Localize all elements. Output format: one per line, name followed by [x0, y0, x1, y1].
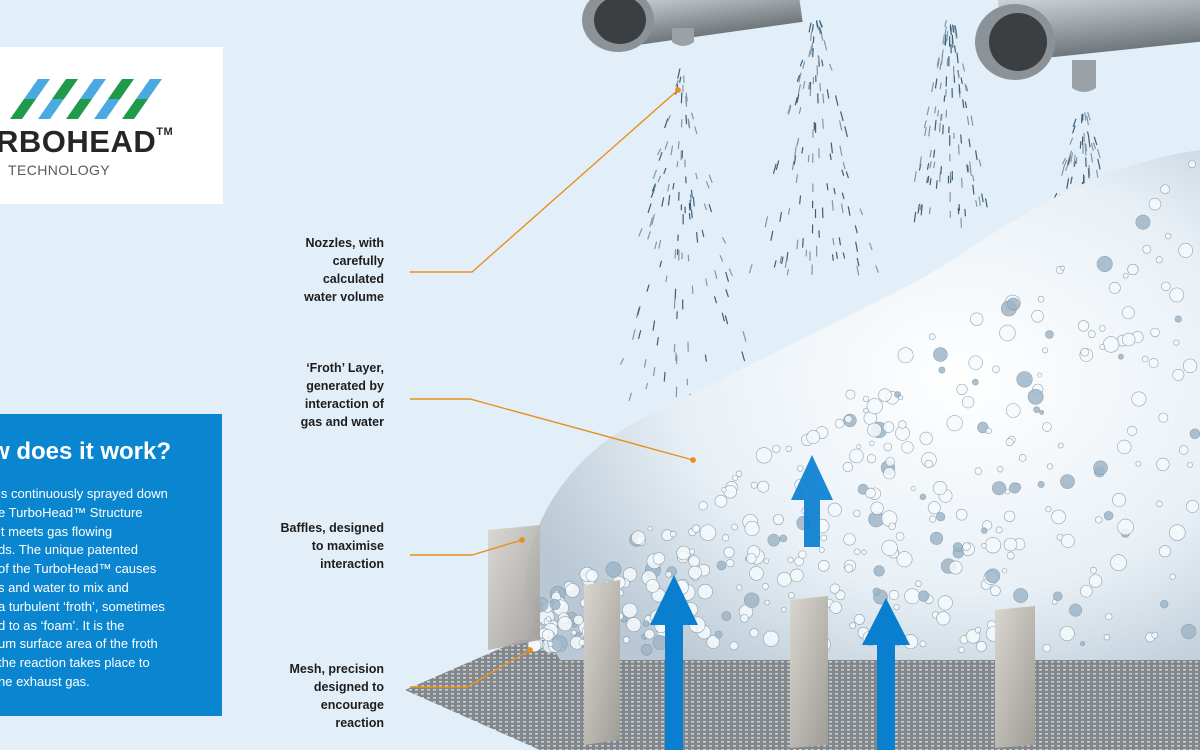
callout-line: calculated	[322, 272, 384, 286]
callout-line: carefully	[332, 254, 384, 268]
callout-line: to maximise	[311, 539, 384, 553]
panel-line: a turbulent ‘froth’, sometimes	[0, 598, 165, 614]
turbohead-logo-icon	[10, 79, 162, 119]
callout-line: generated by	[306, 379, 384, 393]
callout-baffles: Baffles, designed to maximise interactio…	[214, 519, 385, 573]
baffles	[488, 525, 1035, 748]
logo-subtitle: TECHNOLOGY	[8, 162, 111, 178]
pipe-left	[582, 0, 803, 52]
how-it-works-panel: w does it work? is continuously sprayed …	[0, 414, 222, 716]
callout-leader-lines	[410, 87, 696, 688]
gas-flow-arrows	[650, 455, 910, 750]
callout-line: Mesh, precision	[289, 662, 384, 676]
callout-line: designed to	[313, 680, 384, 694]
panel-line: of the TurboHead™ causes	[0, 561, 157, 577]
panel-line: d to as ‘foam’. It is the	[0, 617, 125, 633]
logo-wordmark: RBOHEADTM	[0, 124, 174, 159]
callout-mesh: Mesh, precision designed to encourage re…	[214, 660, 384, 732]
panel-line: ds. The unique patented	[0, 542, 138, 558]
callout-line: Nozzles, with	[305, 236, 384, 250]
callout-line: interaction of	[304, 397, 384, 411]
panel-line: s and water to mix and	[0, 579, 129, 595]
pipe-right	[975, 0, 1200, 92]
callout-line: reaction	[335, 716, 384, 730]
callout-froth-layer: ‘Froth’ Layer, generated by interaction …	[214, 359, 384, 431]
panel-line: is continuously sprayed down	[0, 486, 168, 501]
panel-line: he exhaust gas.	[0, 673, 90, 689]
panel-body: is continuously sprayed down e TurboHead…	[0, 485, 168, 692]
callout-line: Baffles, designed	[280, 521, 385, 535]
brand-logo	[0, 47, 223, 204]
callout-line: gas and water	[300, 415, 384, 429]
panel-line: e TurboHead™ Structure	[0, 504, 143, 520]
panel-line: um surface area of the froth	[0, 636, 158, 652]
callout-line: encourage	[320, 698, 384, 712]
callout-line: interaction	[320, 557, 384, 571]
panel-title: w does it work?	[0, 438, 172, 465]
callout-nozzles: Nozzles, with carefully calculated water…	[214, 234, 384, 306]
callout-line: water volume	[304, 290, 384, 304]
panel-line: it meets gas flowing	[0, 523, 113, 539]
panel-line: the reaction takes place to	[0, 655, 150, 671]
froth-bubbles	[527, 160, 1200, 656]
callout-line: ‘Froth’ Layer,	[306, 361, 384, 375]
